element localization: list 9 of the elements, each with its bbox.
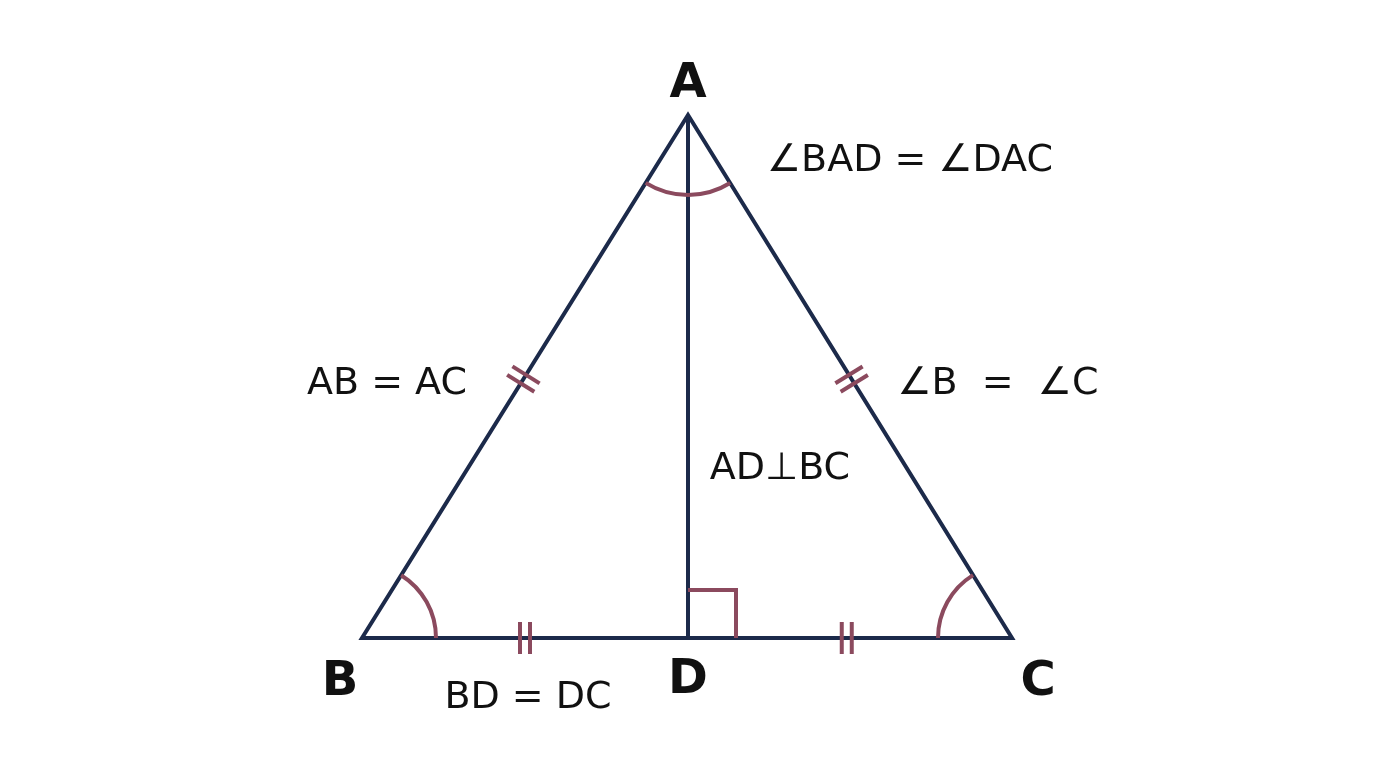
- vertex-label: B: [321, 654, 359, 702]
- vertex-label: A: [669, 56, 707, 104]
- perpendicular-label: AD⊥BC: [709, 447, 851, 485]
- side-equality-label: AB = AC: [307, 362, 467, 400]
- angle-equality-label: ∠BAD = ∠DAC: [767, 139, 1053, 177]
- side-equality-label: BD = DC: [444, 676, 612, 714]
- angle-equality-label: ∠B = ∠C: [897, 362, 1099, 400]
- vertex-label: C: [1020, 654, 1056, 702]
- point-label: D: [668, 652, 708, 700]
